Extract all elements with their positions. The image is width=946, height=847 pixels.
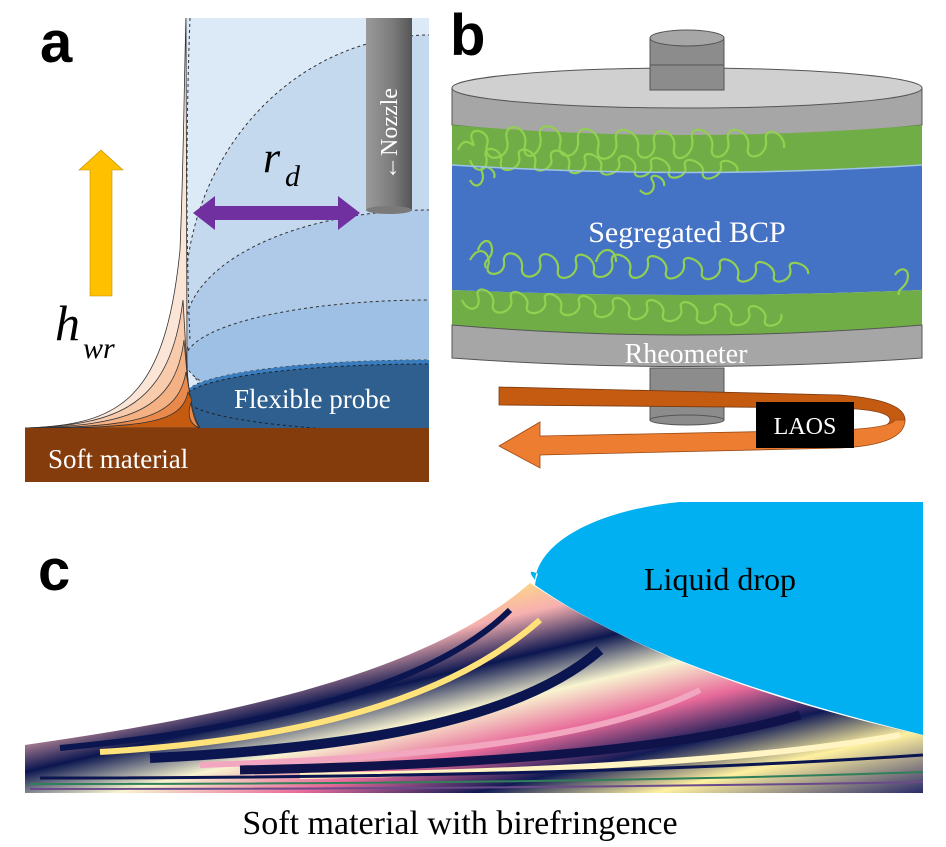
polymer-chains — [456, 125, 909, 327]
h-subscript: wr — [83, 332, 115, 365]
nozzle-arrow-icon: ← — [377, 156, 403, 180]
blue-layer — [452, 165, 922, 295]
birefringence-caption: Soft material with birefringence — [242, 805, 677, 842]
panel-letter-c: c — [38, 538, 70, 603]
r-label: r — [263, 133, 281, 182]
panel-c: c Liquid drop Soft material with birefri… — [25, 502, 924, 842]
laos-label: LAOS — [774, 414, 837, 440]
nozzle-label: Nozzle — [377, 88, 403, 156]
probe-dark — [184, 363, 429, 433]
nozzle — [366, 18, 412, 214]
soft-material-label: Soft material — [48, 444, 188, 474]
bottom-plate — [451, 324, 923, 367]
ridge-layer-2 — [25, 299, 201, 429]
liquid-drop-body — [535, 502, 923, 735]
birefringent-soft-material — [25, 583, 924, 793]
liquid-drop-label: Liquid drop — [644, 561, 796, 597]
bottom-shaft-end — [649, 414, 725, 426]
top-shaft-lower — [649, 64, 725, 91]
height-up-arrow-icon — [78, 149, 124, 297]
segregated-bcp-label: Segregated BCP — [588, 216, 785, 249]
panel-letter-a: a — [40, 10, 73, 75]
ridge-layer-4 — [25, 371, 201, 429]
laos-box — [756, 402, 854, 448]
rheometer-label: Rheometer — [625, 339, 749, 370]
soft-material-substrate — [25, 428, 429, 482]
panel-letter-b: b — [450, 3, 485, 68]
fringe-bands — [29, 607, 924, 790]
ridge-layer-5 — [25, 390, 201, 429]
top-shaft-cap — [649, 29, 725, 47]
r-subscript: d — [285, 160, 301, 193]
radius-double-arrow-icon — [193, 196, 360, 230]
green-layer-bottom — [452, 290, 922, 335]
panel-a: a ← Nozzle r d h wr Flexible probe Soft … — [25, 10, 429, 482]
panel-b: b — [450, 3, 923, 469]
h-label: h — [55, 295, 80, 351]
interface-line — [451, 164, 923, 174]
flexible-probe-label: Flexible probe — [234, 384, 391, 414]
